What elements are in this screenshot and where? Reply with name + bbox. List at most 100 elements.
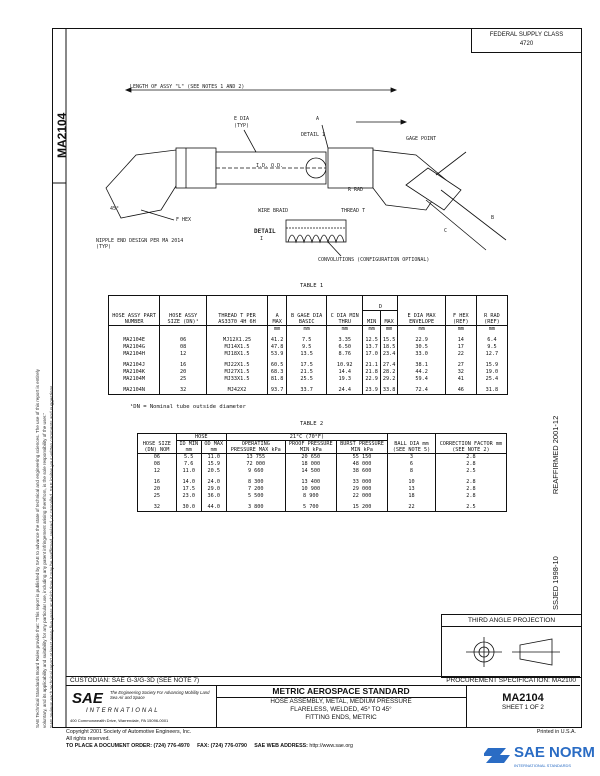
sae-norm-logo-icon xyxy=(484,748,510,763)
sae-norm-brand: SAE NORM xyxy=(514,744,595,761)
detail-number: I xyxy=(260,236,264,242)
t1-spacer xyxy=(107,383,509,387)
t1-unit: mm xyxy=(475,325,509,333)
t2-cell: 29 000 xyxy=(335,486,389,493)
t1-spacer xyxy=(107,358,509,362)
title-line-3: FITTING ENDS, METRIC xyxy=(305,714,377,721)
t2-cell: 3 800 xyxy=(225,504,286,512)
t1-cell: 14.4 xyxy=(326,369,364,376)
t2-spacer xyxy=(137,500,508,504)
thread-t-label: THREAD T xyxy=(341,208,366,214)
t1-h-b: B GAGE DIA BASIC xyxy=(286,295,328,326)
t1-h-r: R RAD (REF) xyxy=(475,295,509,326)
t1-cell: 27 xyxy=(444,362,477,369)
table-2: HOSE SIZE (DN) NOM HOSE 21°C (70°F) BALL… xyxy=(137,433,508,512)
t2-cell: 8 300 xyxy=(225,479,286,486)
t1-cell: 59.4 xyxy=(397,376,446,383)
t1-cell: 9.5 xyxy=(475,344,509,351)
t1-cell: 15.5 xyxy=(379,337,399,344)
r-rad-label: R RAD xyxy=(348,187,364,193)
t1-cell: 21.1 xyxy=(362,362,381,369)
t1-cell: 68.3 xyxy=(267,369,288,376)
t1-units-row: mm mm mm mm mm mm mm mm xyxy=(107,325,509,333)
title-block: SAE The Engineering Society For Advancin… xyxy=(66,685,580,728)
t2-cell: 20 xyxy=(137,486,177,493)
t2-cell: 15 200 xyxy=(335,504,389,512)
t1-unit xyxy=(159,325,208,333)
t1-cell: 6.50 xyxy=(326,344,364,351)
e-dia-typ: (TYP) xyxy=(234,123,250,129)
t2-cell: 22 xyxy=(387,504,436,512)
t2-cell: 2.8 xyxy=(434,461,508,468)
t1-h-e: E DIA MAX ENVELOPE xyxy=(397,295,446,326)
order-line: TO PLACE A DOCUMENT ORDER: (724) 776-497… xyxy=(66,743,580,750)
a-dim-label: A xyxy=(316,116,320,122)
title-line-1: HOSE ASSEMBLY, METAL, MEDIUM PRESSURE xyxy=(270,698,412,705)
t1-cell: 31.8 xyxy=(475,387,509,395)
t2-cell: 13 755 xyxy=(225,453,286,461)
t1-cell: 29.2 xyxy=(379,376,399,383)
t1-unit: mm xyxy=(379,325,399,333)
ssjed-stamp: SSJED 1998-10 xyxy=(551,556,560,610)
t1-cell: MA2104J xyxy=(107,362,161,369)
length-note: LENGTH OF ASSY "L" (SEE NOTES 1 AND 2) xyxy=(130,84,245,90)
t1-cell: 3.35 xyxy=(326,337,364,344)
hose-assembly-drawing: LENGTH OF ASSY "L" (SEE NOTES 1 AND 2) E… xyxy=(66,60,566,280)
t1-cell: 13.5 xyxy=(286,351,328,358)
rights: All rights reserved. xyxy=(66,736,110,742)
t1-cell: 44.2 xyxy=(397,369,446,376)
t1-cell: 08 xyxy=(159,344,208,351)
t1-cell: 18.5 xyxy=(379,344,399,351)
t1-cell: MA2104N xyxy=(107,387,161,395)
t2-cell: 08 xyxy=(137,461,177,468)
t1-unit: mm xyxy=(326,325,364,333)
t1-unit xyxy=(107,325,161,333)
gage-point-label: GAGE POINT xyxy=(406,136,437,142)
t1-cell: 27.4 xyxy=(379,362,399,369)
t1-h-part: HOSE ASSY PART NUMBER xyxy=(107,295,161,326)
t2-cell: 14.0 xyxy=(175,479,202,486)
document-number: MA2104 xyxy=(502,692,544,704)
t1-unit: mm xyxy=(267,325,288,333)
t2-cell: 33 000 xyxy=(335,479,389,486)
t2-cell: 12 xyxy=(137,468,177,475)
third-angle-title: THIRD ANGLE PROJECTION xyxy=(442,615,581,627)
t1-cell: 12 xyxy=(159,351,208,358)
disclaimer-line-3: SAE reviews each technical report at lea… xyxy=(49,384,54,728)
t2-cell: 18 xyxy=(387,493,436,500)
t2-cell: 2.8 xyxy=(434,479,508,486)
detail-label: DETAIL xyxy=(254,228,276,235)
order-phone: (724) 776-4970 xyxy=(153,743,190,749)
t1-cell: 12.5 xyxy=(362,337,381,344)
t1-cell: MJ12X1.25 xyxy=(206,337,269,344)
web-address[interactable]: http://www.sae.org xyxy=(309,743,353,749)
fsc-label: FEDERAL SUPPLY CLASS xyxy=(489,32,564,38)
t1-cell: 23.9 xyxy=(362,387,381,395)
t2-cell: 10 900 xyxy=(284,486,337,493)
t1-cell: 60.5 xyxy=(267,362,288,369)
t1-cell: 33.7 xyxy=(286,387,328,395)
t1-cell: 23.4 xyxy=(379,351,399,358)
t2-cell: 18 000 xyxy=(284,461,337,468)
t2-cell: 23.0 xyxy=(175,493,202,500)
sae-logo-block: SAE The Engineering Society For Advancin… xyxy=(66,686,217,728)
drawing-svg xyxy=(105,87,507,257)
t2-cell: 29.0 xyxy=(200,486,227,493)
t2-cell: 2.8 xyxy=(434,453,508,461)
t1-cell: MJ14X1.5 xyxy=(206,344,269,351)
t2-h-op: OPERATING PRESSURE MAX kPa xyxy=(225,440,286,454)
t1-cell: MJ22X1.5 xyxy=(206,362,269,369)
id-od-label: I.D. O.D. xyxy=(256,163,284,169)
t1-h-dmin: MIN xyxy=(362,310,381,326)
title-line-2: FLARELESS, WELDED, 45° TO 45° xyxy=(290,706,392,713)
t2-spacer xyxy=(137,475,508,479)
b-dim-label: B xyxy=(491,215,495,221)
t1-cell: 17 xyxy=(444,344,477,351)
procurement-spec: PROCUREMENT SPECIFICATION: MA2100 xyxy=(446,677,576,684)
t1-unit: mm xyxy=(286,325,328,333)
t1-cell: 33.0 xyxy=(397,351,446,358)
